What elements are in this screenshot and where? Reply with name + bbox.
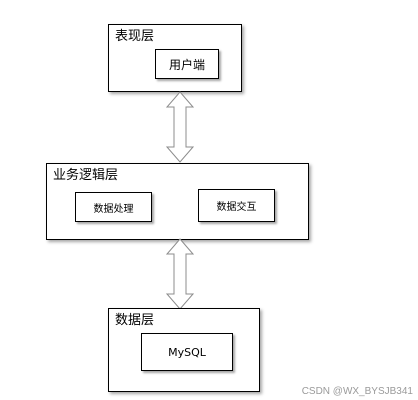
double-arrow-bottom [166,238,194,310]
mysql-label: MySQL [168,345,206,359]
data-processing-box: 数据处理 [75,192,152,222]
business-layer-title: 业务逻辑层 [53,168,119,183]
business-layer: 业务逻辑层 数据处理 数据交互 [46,163,309,240]
data-processing-label: 数据处理 [93,203,134,215]
data-exchange-label: 数据交互 [216,202,257,213]
watermark: CSDN @WX_BYSJB341 [301,386,413,397]
data-layer-title: 数据层 [115,313,155,328]
data-layer: 数据层 MySQL [108,308,260,392]
presentation-layer: 表现层 用户端 [108,24,242,92]
data-exchange-box: 数据交互 [198,189,275,222]
double-arrow-top [166,91,194,163]
client-box: 用户端 [155,49,219,79]
mysql-box: MySQL [141,333,233,371]
presentation-layer-title: 表现层 [115,29,155,44]
client-label: 用户端 [168,57,205,72]
